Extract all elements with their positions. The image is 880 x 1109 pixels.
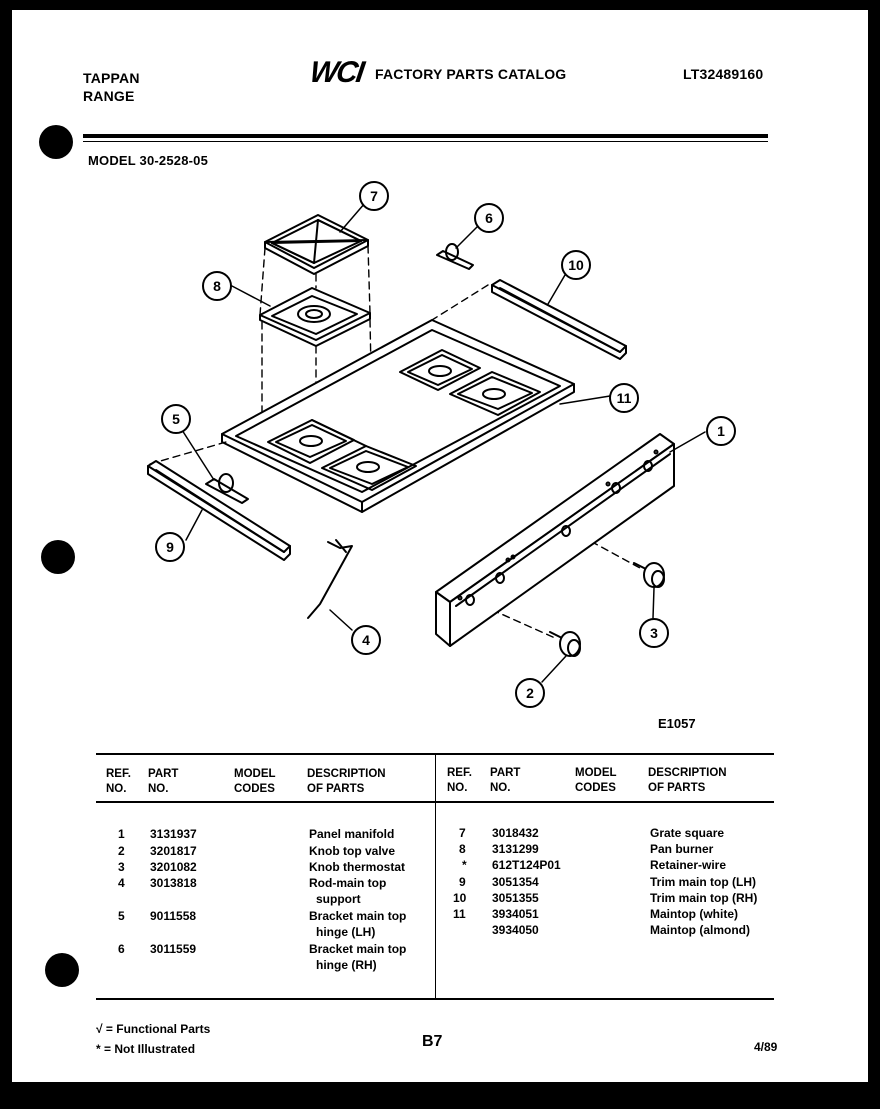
exploded-parts-diagram: 7 8 6 10 11 1 5 9 4 2 3 bbox=[147, 181, 736, 708]
header-rule-thick bbox=[83, 134, 768, 138]
row-desc: Maintop (white) bbox=[650, 907, 738, 921]
catalog-title: FACTORY PARTS CATALOG bbox=[375, 66, 567, 82]
row-ref: 6 bbox=[118, 942, 125, 956]
row-ref: 8 bbox=[459, 842, 466, 856]
knob-thermostat-part bbox=[633, 562, 665, 588]
catalog-date: 4/89 bbox=[754, 1040, 778, 1054]
model-number: MODEL 30-2528-05 bbox=[88, 153, 209, 168]
row-desc: Knob thermostat bbox=[309, 860, 405, 874]
row-part: 3934050 bbox=[492, 923, 539, 937]
callout-8: 8 bbox=[213, 278, 221, 294]
trim-main-top-lh-part bbox=[147, 460, 291, 561]
callout-4: 4 bbox=[362, 632, 370, 648]
row-ref: * bbox=[462, 858, 467, 872]
row-desc-cont: support bbox=[316, 892, 361, 906]
row-ref: 4 bbox=[118, 876, 125, 890]
catalog-page bbox=[12, 10, 868, 1082]
row-part: 3013818 bbox=[150, 876, 197, 890]
bracket-hinge-lh-part bbox=[205, 473, 249, 504]
punch-hole-middle bbox=[41, 540, 75, 574]
brand-line-1: TAPPAN bbox=[83, 70, 140, 86]
row-ref: 10 bbox=[453, 891, 467, 905]
callout-7: 7 bbox=[370, 188, 378, 204]
row-part: 3018432 bbox=[492, 826, 539, 840]
page-number: B7 bbox=[422, 1033, 443, 1050]
rod-main-top-support-part bbox=[307, 539, 353, 619]
row-ref: 5 bbox=[118, 909, 125, 923]
row-part: 3201082 bbox=[150, 860, 197, 874]
row-ref: 1 bbox=[118, 827, 125, 841]
row-ref: 11 bbox=[453, 907, 466, 921]
punch-hole-bottom bbox=[45, 953, 79, 987]
diagram-code: E1057 bbox=[658, 716, 696, 731]
legend-functional-parts: √ = Functional Parts bbox=[96, 1022, 211, 1036]
catalog-number: LT32489160 bbox=[683, 66, 764, 82]
row-desc: Bracket main top bbox=[309, 909, 407, 923]
row-part: 3201817 bbox=[150, 844, 197, 858]
callout-9: 9 bbox=[166, 539, 174, 555]
row-desc: Bracket main top bbox=[309, 942, 407, 956]
grate-square-part bbox=[264, 214, 369, 275]
row-desc: Panel manifold bbox=[309, 827, 395, 841]
punch-hole-top bbox=[39, 125, 73, 159]
row-part: 9011558 bbox=[150, 909, 197, 923]
row-part: 3131937 bbox=[150, 827, 197, 841]
maintop-part bbox=[221, 319, 575, 513]
row-part: 3051354 bbox=[492, 875, 539, 889]
row-ref: 7 bbox=[459, 826, 466, 840]
row-part: 3934051 bbox=[492, 907, 539, 921]
row-part: 3131299 bbox=[492, 842, 539, 856]
row-part: 612T124P01 bbox=[492, 858, 561, 872]
header-ref-left: REF.NO. bbox=[106, 768, 131, 795]
callout-10: 10 bbox=[568, 257, 584, 273]
callout-1: 1 bbox=[717, 423, 725, 439]
row-desc: Trim main top (LH) bbox=[650, 875, 756, 889]
bracket-hinge-rh-part bbox=[436, 243, 474, 270]
knob-top-valve-part bbox=[549, 631, 581, 657]
callout-5: 5 bbox=[172, 411, 180, 427]
row-desc-cont: hinge (LH) bbox=[316, 925, 376, 939]
row-part: 3051355 bbox=[492, 891, 539, 905]
row-desc: Retainer-wire bbox=[650, 858, 727, 872]
table-column-divider bbox=[435, 755, 436, 1000]
trim-main-top-rh-part bbox=[491, 279, 627, 360]
panel-manifold-part bbox=[435, 433, 675, 647]
header-ref-right: REF.NO. bbox=[447, 767, 472, 794]
table-top-rule bbox=[96, 753, 774, 755]
row-desc: Rod-main top bbox=[309, 876, 387, 890]
legend-not-illustrated: * = Not Illustrated bbox=[96, 1042, 196, 1056]
pan-burner-part bbox=[259, 287, 371, 347]
row-part: 3011559 bbox=[150, 942, 197, 956]
callout-2: 2 bbox=[526, 685, 534, 701]
header-rule-thin bbox=[83, 141, 768, 142]
callout-3: 3 bbox=[650, 625, 658, 641]
row-desc-cont: hinge (RH) bbox=[316, 958, 377, 972]
callout-11: 11 bbox=[617, 390, 632, 406]
row-desc: Pan burner bbox=[650, 842, 714, 856]
row-desc: Knob top valve bbox=[309, 844, 396, 858]
brand-line-2: RANGE bbox=[83, 88, 135, 104]
row-desc: Trim main top (RH) bbox=[650, 891, 758, 905]
row-ref: 9 bbox=[459, 875, 466, 889]
callout-6: 6 bbox=[485, 210, 493, 226]
row-ref: 3 bbox=[118, 860, 125, 874]
row-desc: Maintop (almond) bbox=[650, 923, 750, 937]
row-desc: Grate square bbox=[650, 826, 725, 840]
table-bottom-rule bbox=[96, 998, 774, 1000]
row-ref: 2 bbox=[118, 844, 125, 858]
